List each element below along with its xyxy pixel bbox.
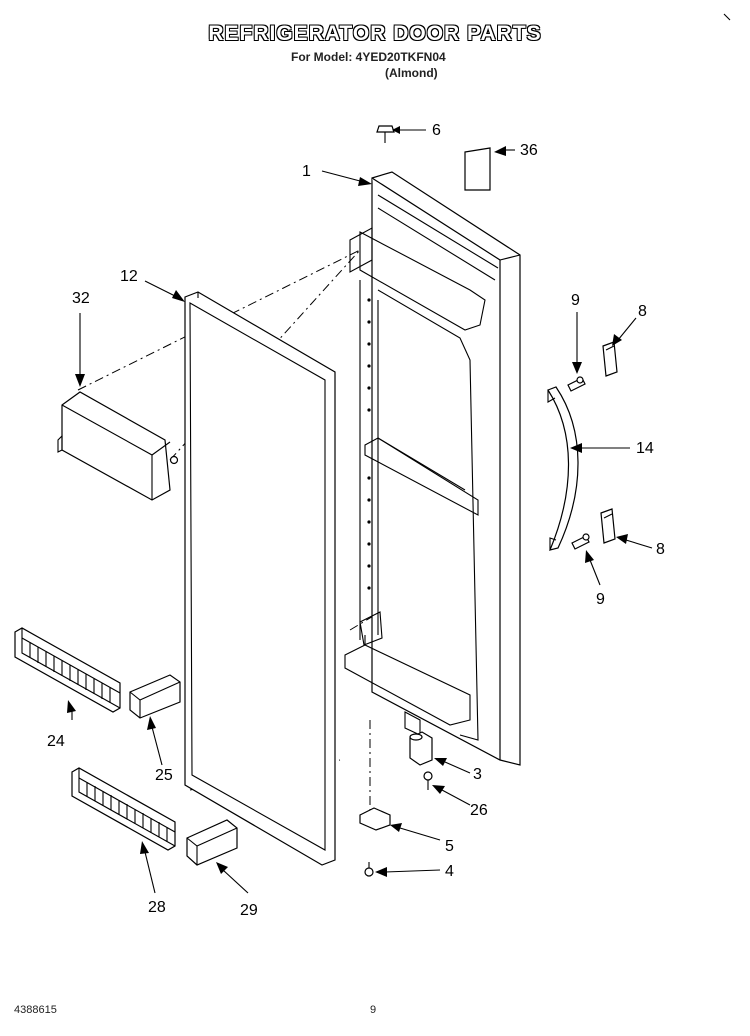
bracket-5-part[interactable]: [359, 807, 391, 831]
door-gasket-part[interactable]: [184, 291, 336, 866]
end-cap-25-part[interactable]: [129, 674, 181, 719]
callout-32: 32: [72, 290, 90, 307]
end-cap-29-part[interactable]: [186, 819, 238, 866]
callout-9-lower: 9: [596, 591, 605, 608]
color-line: (Almond): [385, 66, 438, 80]
page-number: 9: [370, 1004, 377, 1016]
callout-28: 28: [148, 899, 166, 916]
callout-5: 5: [445, 838, 454, 855]
handle-cap-8-lower-part[interactable]: [600, 508, 616, 544]
dairy-door-part[interactable]: [57, 391, 179, 501]
callout-4: 4: [445, 863, 454, 880]
hinge-3-part[interactable]: [409, 731, 433, 766]
callout-8-upper: 8: [638, 303, 647, 320]
model-line: For Model: 4YED20TKFN04: [291, 50, 446, 64]
handle-part[interactable]: [547, 386, 579, 551]
callout-3: 3: [473, 766, 482, 783]
callout-1: 1: [302, 163, 311, 180]
callout-8-lower: 8: [656, 541, 665, 558]
callout-12: 12: [120, 268, 138, 285]
shelf-rail-24-part[interactable]: [14, 627, 121, 713]
callout-29: 29: [240, 902, 258, 919]
screw-9-upper-part[interactable]: [567, 376, 586, 392]
page-title: REFRIGERATOR DOOR PARTS: [208, 22, 542, 45]
screw-4-part[interactable]: [364, 862, 374, 877]
shelf-holes: [367, 298, 371, 590]
callout-14: 14: [636, 440, 654, 457]
door-liner-part[interactable]: [344, 171, 521, 766]
screw-9-lower-part[interactable]: [571, 533, 590, 550]
handle-cap-8-upper-part[interactable]: [602, 341, 618, 377]
label-36-part[interactable]: [464, 147, 491, 191]
callout-26: 26: [470, 802, 488, 819]
callout-9-upper: 9: [571, 292, 580, 309]
callout-6: 6: [432, 122, 441, 139]
corner-mark: [723, 13, 731, 21]
document-number: 4388615: [14, 1004, 57, 1016]
callout-36: 36: [520, 142, 538, 159]
callout-25: 25: [155, 767, 173, 784]
shelf-rail-28-part[interactable]: [71, 767, 176, 851]
screw-26-part[interactable]: [423, 771, 433, 790]
callout-24: 24: [47, 733, 65, 750]
screw-6-part[interactable]: [376, 125, 395, 143]
leader-lines: [67, 126, 653, 894]
